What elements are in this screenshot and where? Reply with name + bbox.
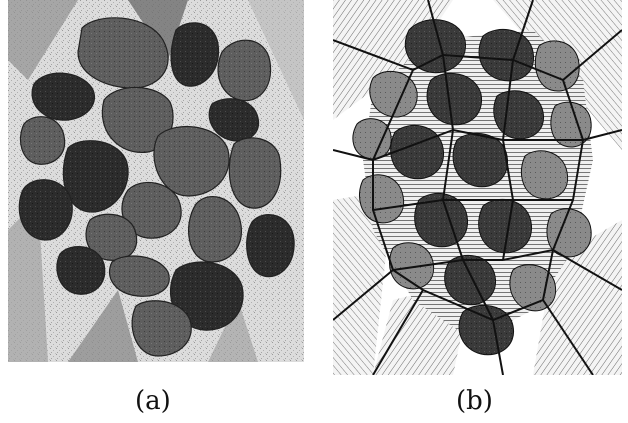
segmentation-image-b [333, 0, 622, 375]
stone [153, 125, 230, 197]
stone [56, 246, 106, 295]
hatched-region [493, 0, 622, 150]
stone [369, 70, 418, 118]
stone [359, 174, 405, 224]
shadow-wedge [8, 200, 48, 362]
caption-a: (a) [135, 386, 171, 416]
stone [131, 300, 192, 357]
stone [228, 137, 282, 209]
stone [414, 192, 469, 248]
stone [509, 264, 557, 312]
stone [170, 22, 220, 87]
stone [352, 118, 392, 160]
stone [217, 39, 272, 102]
stone [546, 208, 592, 258]
stone [19, 116, 66, 165]
stone [521, 150, 569, 200]
stone [404, 19, 466, 74]
shadow-wedge [68, 290, 138, 362]
stone [246, 214, 295, 278]
panel-b-segmentation-image [333, 0, 622, 375]
stone [458, 304, 515, 356]
stone [18, 179, 73, 241]
stone [208, 98, 260, 142]
stone [535, 40, 580, 92]
panel-a-stone-image [8, 0, 304, 362]
segmentation-boundaries [333, 0, 622, 375]
stone-image-a [8, 0, 304, 362]
stone [31, 72, 96, 121]
stone [108, 255, 170, 297]
stone [77, 17, 169, 89]
stone [478, 28, 535, 82]
stone [188, 195, 242, 263]
shadow-wedge [8, 0, 78, 80]
stone [493, 90, 545, 140]
shadow-wedge [248, 0, 304, 120]
stone [444, 254, 497, 306]
stone [85, 213, 138, 261]
stone [426, 72, 483, 126]
shadow-wedge [208, 300, 258, 362]
caption-b: (b) [456, 386, 493, 416]
stone [390, 124, 445, 180]
stone [452, 132, 509, 188]
